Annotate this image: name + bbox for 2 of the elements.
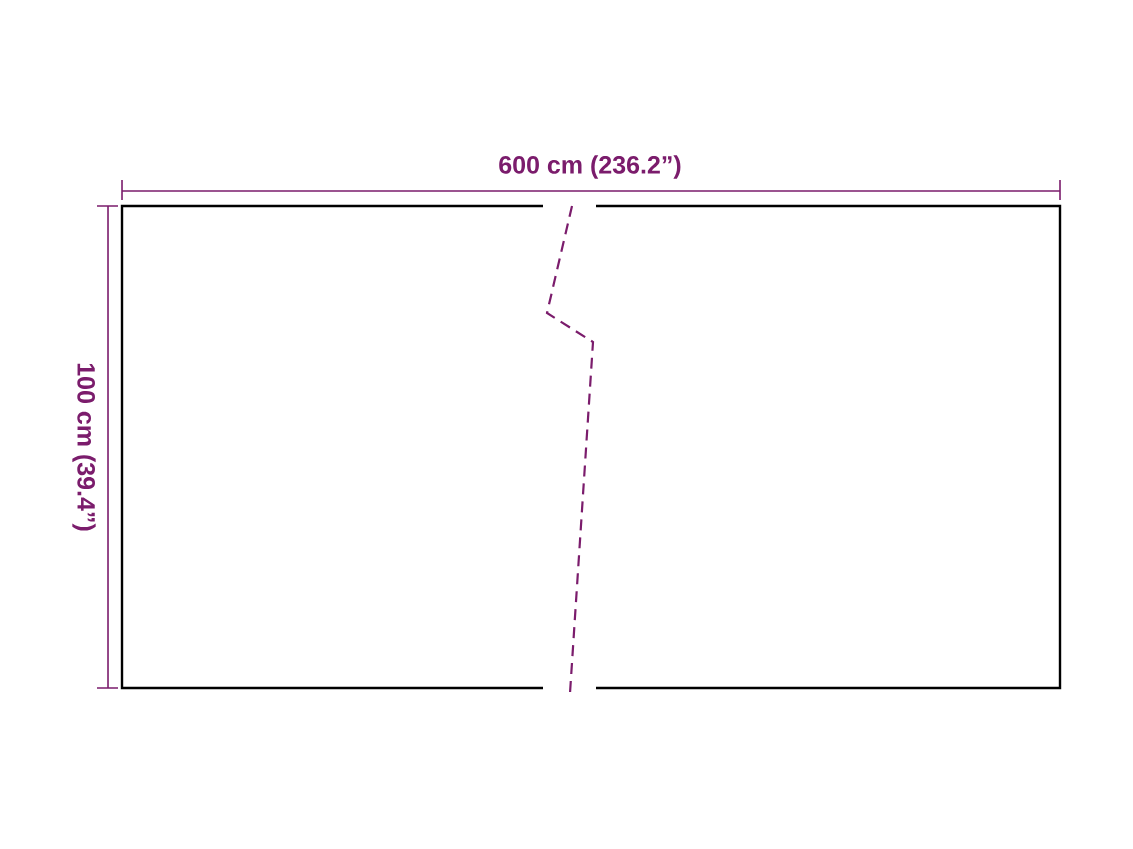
dimension-label: 100 cm (39.4”) [72,363,96,531]
dimension-label: 600 cm (236.2”) [499,155,681,179]
